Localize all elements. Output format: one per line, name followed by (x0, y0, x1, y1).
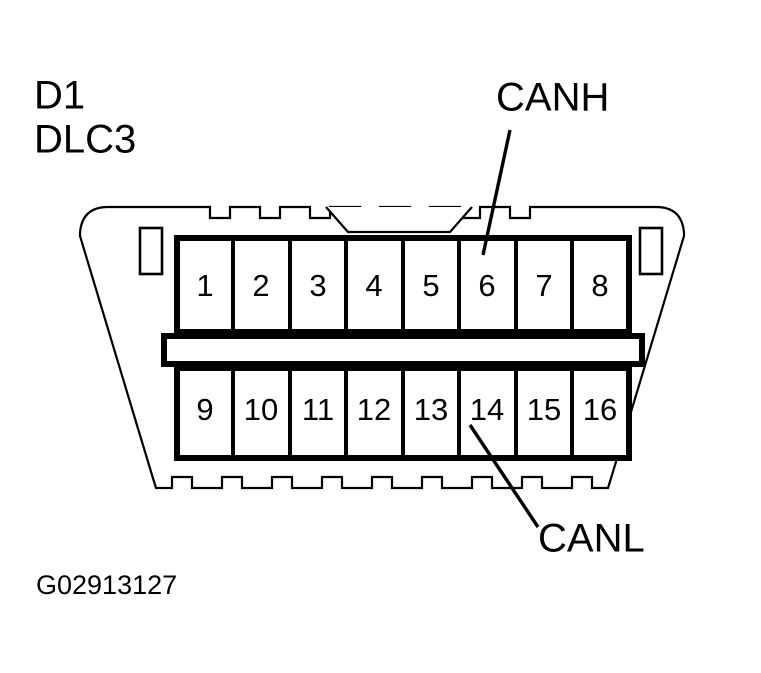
tab-slot-left (138, 226, 164, 276)
pin-label-8: 8 (591, 268, 608, 303)
pin-label-6: 6 (478, 268, 495, 303)
connector-key-feature (325, 206, 473, 234)
canl-leader-line (468, 424, 540, 528)
pin-row-top-separators (231, 238, 574, 332)
pin-label-12: 12 (357, 392, 391, 427)
pin-label-1: 1 (196, 268, 213, 303)
connector-divider-bar (161, 333, 645, 367)
pin-row-bottom-separators (231, 368, 574, 458)
pin-label-9: 9 (196, 392, 213, 427)
pin-label-15: 15 (527, 392, 561, 427)
pin-label-14: 14 (470, 392, 504, 427)
pin-label-13: 13 (414, 392, 448, 427)
pin-label-11: 11 (302, 392, 334, 427)
pin-label-3: 3 (309, 268, 326, 303)
pin-label-4: 4 (365, 268, 382, 303)
canh-leader-line (481, 129, 512, 256)
pin-label-2: 2 (252, 268, 269, 303)
canl-annotation-label: CANL (538, 517, 645, 561)
canh-annotation-label: CANH (496, 76, 609, 120)
figure-title-line2: DLC3 (34, 118, 136, 162)
pin-label-10: 10 (244, 392, 278, 427)
figure-title-line1: D1 (34, 74, 85, 118)
pin-label-7: 7 (535, 268, 552, 303)
pin-label-16: 16 (583, 392, 617, 427)
pin-label-5: 5 (422, 268, 439, 303)
figure-code-label: G02913127 (36, 570, 177, 600)
tab-slot-right (638, 226, 664, 276)
